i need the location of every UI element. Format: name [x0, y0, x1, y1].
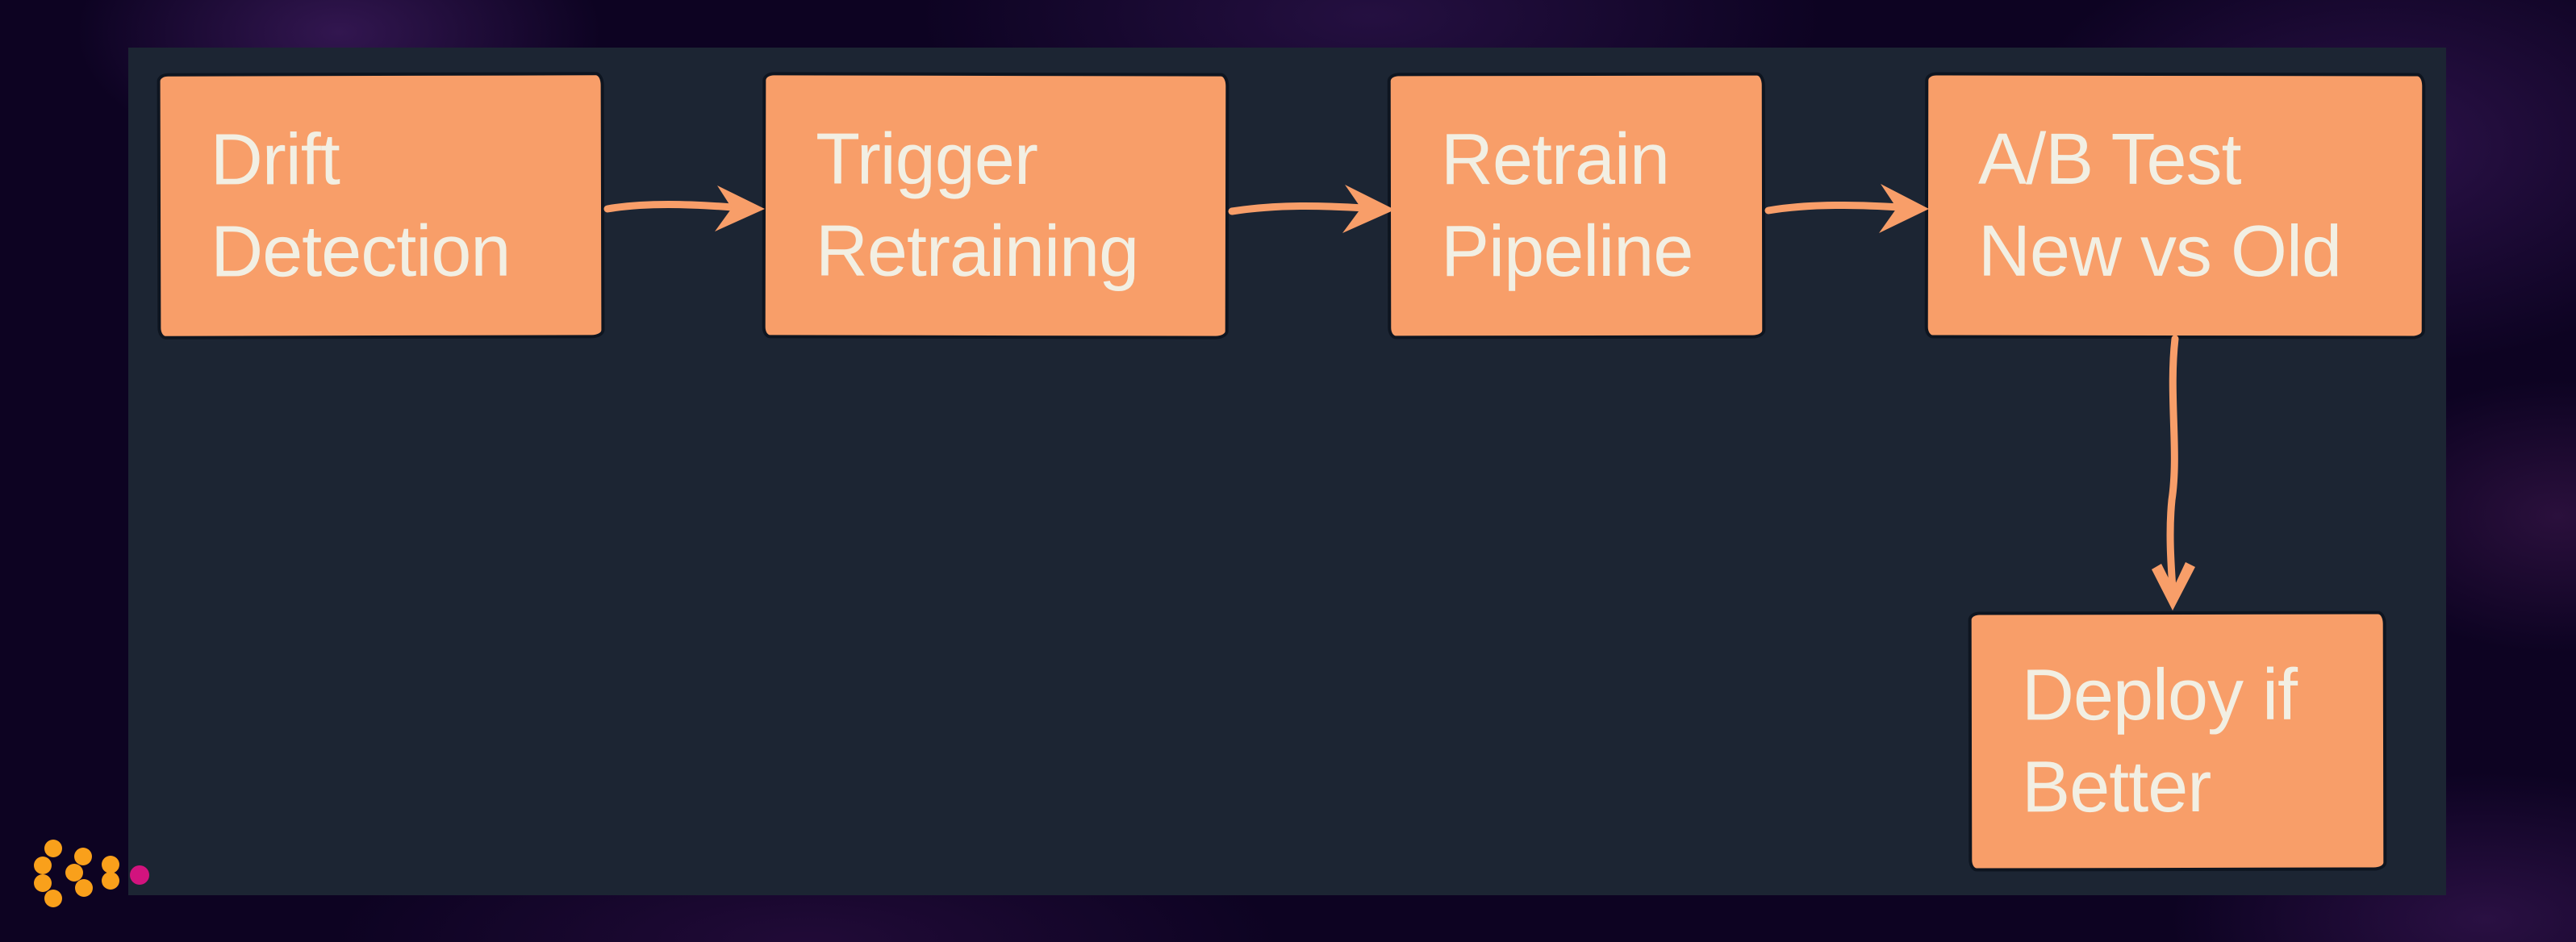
dots-logo-orange-arc-1	[34, 840, 62, 907]
node-label: Drift Detection	[210, 119, 511, 293]
node-ab-test[interactable]: A/B Test New vs Old	[1924, 72, 2426, 340]
node-drift-detection[interactable]: Drift Detection	[157, 72, 605, 340]
node-trigger-retraining[interactable]: Trigger Retraining	[762, 72, 1230, 340]
node-deploy-if-better[interactable]: Deploy if Better	[1968, 611, 2387, 872]
node-label: Retrain Pipeline	[1440, 119, 1693, 293]
node-label: Trigger Retraining	[815, 119, 1139, 293]
node-label: A/B Test New vs Old	[1977, 119, 2342, 293]
dots-logo-orange-arc-3	[102, 856, 119, 890]
node-label: Deploy if Better	[2021, 654, 2298, 828]
node-retrain-pipeline[interactable]: Retrain Pipeline	[1387, 72, 1766, 340]
dots-logo-orange-arc-2	[65, 848, 93, 897]
